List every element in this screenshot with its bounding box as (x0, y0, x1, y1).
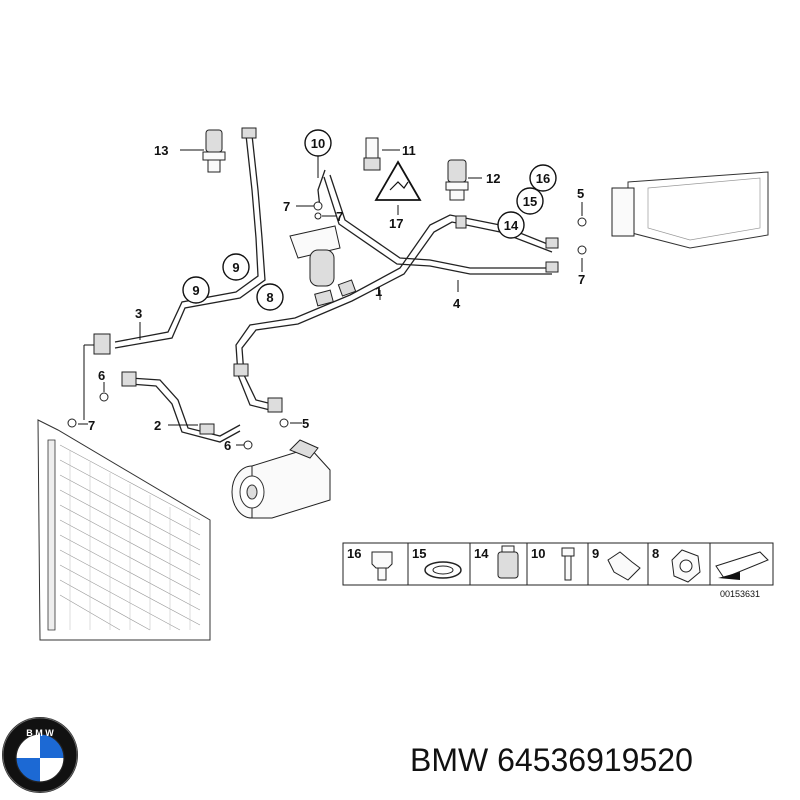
receiver-drier (289, 225, 341, 287)
hose-lines (114, 134, 553, 443)
svg-text:15: 15 (523, 194, 537, 209)
svg-text:15: 15 (412, 546, 426, 561)
switch-11 (363, 137, 381, 171)
callout-12: 12 (486, 171, 500, 186)
evaporator (611, 171, 769, 249)
compressor (231, 439, 331, 519)
svg-text:6: 6 (224, 438, 231, 453)
svg-text:17: 17 (389, 216, 403, 231)
svg-text:4: 4 (453, 296, 461, 311)
svg-text:3: 3 (135, 306, 142, 321)
callout-9b: 9 (182, 276, 210, 304)
callout-6b: 6 (224, 438, 231, 453)
svg-text:13: 13 (154, 143, 168, 158)
svg-text:16: 16 (347, 546, 361, 561)
svg-text:9: 9 (232, 260, 239, 275)
svg-text:14: 14 (504, 218, 519, 233)
callout-2: 2 (154, 418, 161, 433)
diagram-code: 00153631 (720, 589, 760, 599)
callout-4: 4 (453, 296, 461, 311)
warning-label-17 (374, 160, 422, 201)
svg-text:7: 7 (336, 209, 343, 224)
svg-text:9: 9 (592, 546, 599, 561)
svg-text:7: 7 (88, 418, 95, 433)
svg-text:10: 10 (531, 546, 545, 561)
svg-text:12: 12 (486, 171, 500, 186)
brand-part-number: BMW 64536919520 (410, 742, 693, 779)
svg-text:7: 7 (578, 272, 585, 287)
svg-text:6: 6 (98, 368, 105, 383)
callout-11: 11 (402, 143, 416, 158)
legend-item-16: 16 (347, 546, 393, 581)
callout-5b: 5 (302, 416, 309, 431)
svg-text:16: 16 (536, 171, 550, 186)
svg-text:9: 9 (192, 283, 199, 298)
svg-text:8: 8 (652, 546, 659, 561)
pressure-sensor-13 (202, 129, 226, 173)
callout-17: 17 (389, 216, 403, 231)
callout-3: 3 (135, 306, 142, 321)
svg-text:7: 7 (283, 199, 290, 214)
callout-7c: 7 (578, 272, 585, 287)
legend-item-10: 10 (531, 546, 575, 581)
callout-5a: 5 (577, 186, 584, 201)
callout-14: 14 (497, 211, 525, 239)
svg-text:1: 1 (375, 284, 382, 299)
svg-text:5: 5 (302, 416, 309, 431)
leader-lines (78, 149, 583, 446)
part-number: 64536919520 (497, 742, 693, 778)
sensor-12 (445, 159, 469, 201)
callout-7a: 7 (283, 199, 290, 214)
bmw-logo: B M W (2, 717, 78, 793)
legend-item-15: 15 (412, 546, 462, 579)
brand-name: BMW (410, 742, 489, 778)
svg-text:8: 8 (266, 290, 273, 305)
legend-item-9: 9 (592, 546, 641, 581)
svg-text:14: 14 (474, 546, 489, 561)
legend-item-8: 8 (652, 546, 701, 583)
svg-text:10: 10 (311, 136, 325, 151)
svg-text:5: 5 (577, 186, 584, 201)
callout-8: 8 (256, 283, 284, 311)
legend-gasket-icon (715, 551, 769, 580)
condenser (37, 419, 211, 641)
callout-16: 16 (529, 164, 557, 192)
callout-7d: 7 (88, 418, 95, 433)
callout-6a: 6 (98, 368, 105, 383)
callout-15: 15 (516, 187, 544, 215)
svg-text:2: 2 (154, 418, 161, 433)
svg-text:11: 11 (402, 143, 416, 158)
callout-1: 1 (375, 284, 382, 299)
callout-9a: 9 (222, 253, 250, 281)
callout-10: 10 (304, 129, 332, 157)
legend-item-14: 14 (474, 545, 519, 579)
callout-13: 13 (154, 143, 168, 158)
parts-legend: 16 15 14 10 9 8 (342, 542, 774, 586)
callout-7b: 7 (336, 209, 343, 224)
logo-lettering: B M W (26, 728, 54, 738)
fittings (67, 127, 587, 450)
